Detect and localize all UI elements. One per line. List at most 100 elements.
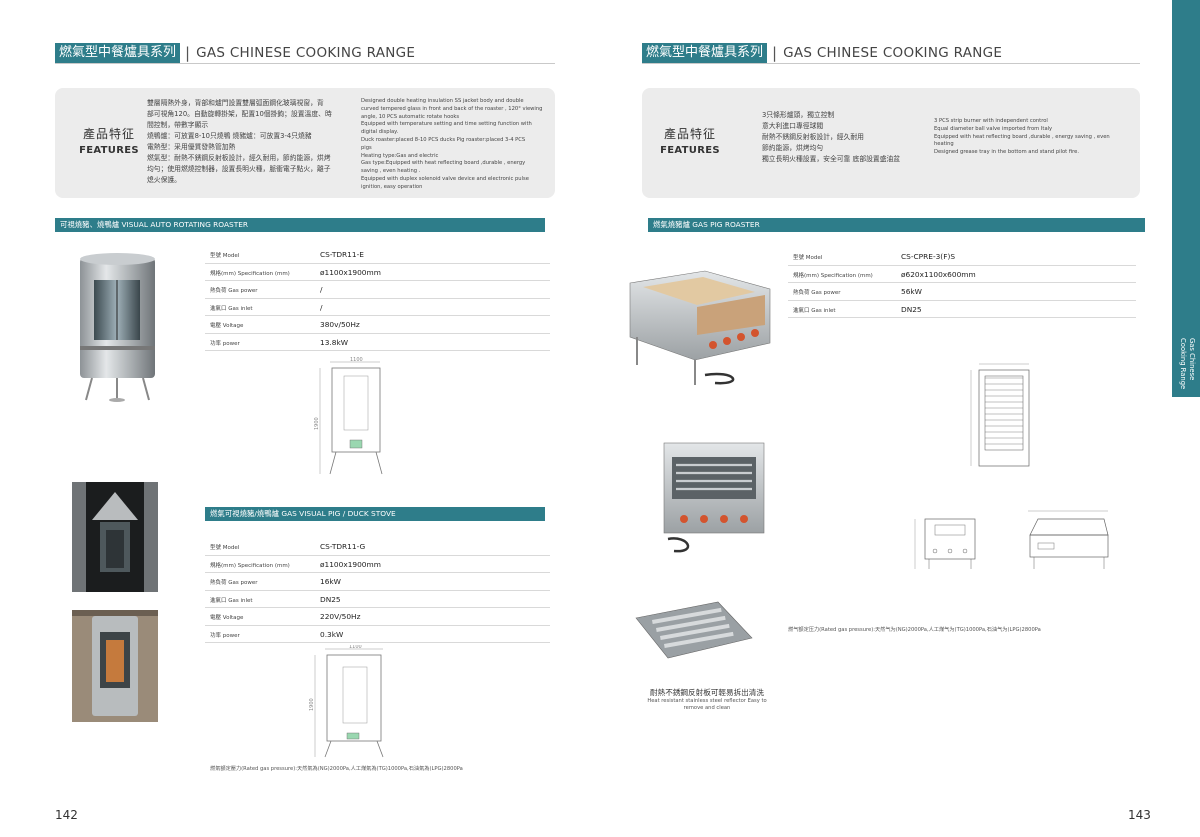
- gas-pressure-footnote: 燃氣額定壓力(Rated gas pressure):天然氣為(NG)2000P…: [210, 766, 463, 772]
- left-page: 燃氣型中餐爐具系列 | GAS CHINESE COOKING RANGE 產品…: [55, 42, 555, 822]
- gas-pressure-footnote: 燃气额定压力(Rated gas pressure):天然气为(NG)2000P…: [788, 627, 1041, 633]
- features-label: 產品特征 FEATURES: [75, 125, 143, 156]
- spec-label: 進氣口 Gas inlet: [210, 305, 253, 312]
- spec-label: 電壓 Voltage: [210, 323, 244, 329]
- spec-label: 型號 Model: [210, 545, 240, 551]
- roaster-installed-photo: [72, 610, 158, 722]
- spec-value: 56kW: [901, 287, 922, 296]
- spec-value: 220V/50Hz: [320, 612, 361, 621]
- spec-label: 功率 power: [210, 632, 240, 639]
- spec-value: DN25: [320, 594, 341, 604]
- spec-label: 功率 power: [210, 340, 240, 347]
- spec-row: 熱負荷 Gas power 16kW: [205, 573, 550, 591]
- spec-table-visual-roaster: 型號 Model CS-TDR11-E 規格(mm) Specification…: [205, 246, 550, 351]
- spec-row: 進氣口 Gas inlet /: [205, 299, 550, 316]
- features-label-en: FEATURES: [79, 145, 139, 156]
- title-cn: 燃氣型中餐爐具系列: [55, 43, 181, 63]
- spec-row: 規格(mm) Specification (mm) ø1100x1900mm: [205, 556, 550, 573]
- spec-value: ø1100x1900mm: [320, 559, 381, 569]
- drawing-dim-height: 1900: [314, 417, 320, 430]
- roaster-interior-photo: [72, 482, 158, 592]
- spec-label: 規格(mm) Specification (mm): [210, 270, 290, 277]
- drawing-dim-width: 1100: [349, 645, 362, 650]
- spec-label: 電壓 Voltage: [210, 615, 244, 621]
- drawing-dim-width: 1100: [350, 357, 363, 363]
- spec-label: 熱負荷 Gas power: [793, 290, 841, 296]
- features-label-cn: 產品特征: [82, 127, 135, 141]
- features-text-en: Designed double heating insulation SS ja…: [361, 98, 543, 190]
- spec-value: DN25: [901, 304, 922, 314]
- spec-row: 功率 power 0.3kW: [205, 626, 550, 643]
- title-separator: |: [185, 44, 191, 62]
- spec-row: 熱負荷 Gas power /: [205, 281, 550, 299]
- spec-label: 型號 Model: [210, 253, 240, 259]
- spec-row: 型號 Model CS-TDR11-E: [205, 246, 550, 264]
- spec-value: 0.3kW: [320, 629, 344, 639]
- features-label-en: FEATURES: [660, 145, 720, 156]
- spec-label: 規格(mm) Specification (mm): [210, 562, 290, 569]
- spec-value: CS-TDR11-G: [320, 542, 366, 551]
- spec-row: 型號 Model CS-CPRE-3(F)S: [788, 248, 1136, 266]
- gas-stove-drawing: 1100 1900: [309, 645, 384, 758]
- features-text-cn: 3只條形爐頭，獨立控制 意大利進口專徑球閥 耐熱不銹鋼反射板設計，經久耐用 節約…: [762, 111, 901, 163]
- features-panel: 產品特征 FEATURES 雙層隔熱外身，背部和爐門設置雙層弧面鋼化玻璃視窗，背…: [55, 88, 555, 198]
- spec-row: 進氣口 Gas inlet DN25: [205, 591, 550, 608]
- reflector-caption-en: Heat resistant stainless steel reflector…: [647, 698, 767, 711]
- title-en: GAS CHINESE COOKING RANGE: [783, 45, 1003, 61]
- reflector-caption-cn: 耐熱不銹鋼反射板可輕易拆出清洗: [650, 688, 764, 697]
- spec-table-gas-stove: 型號 Model CS-TDR11-G 規格(mm) Specification…: [205, 538, 550, 643]
- spec-row: 功率 power 13.8kW: [205, 334, 550, 351]
- chapter-side-tab[interactable]: [1172, 0, 1200, 397]
- spec-value: ø620x1100x600mm: [901, 269, 976, 279]
- spec-label: 規格(mm) Specification (mm): [793, 272, 873, 279]
- spec-label: 進氣口 Gas inlet: [793, 307, 836, 314]
- section-bar-gas-pig-roaster: 燃氣燒豬爐 GAS PIG ROASTER: [648, 218, 1145, 232]
- spec-row: 型號 Model CS-TDR11-G: [205, 538, 550, 556]
- title-cn: 燃氣型中餐爐具系列: [642, 43, 768, 63]
- spec-row: 電壓 Voltage 220V/50Hz: [205, 608, 550, 626]
- reflector-photo: [635, 601, 753, 659]
- spec-value: 13.8kW: [320, 337, 349, 347]
- pig-roaster-side-drawing: [1028, 510, 1109, 569]
- spec-value: /: [320, 302, 323, 312]
- spec-value: CS-CPRE-3(F)S: [901, 252, 956, 261]
- spec-table-gas-pig-roaster: 型號 Model CS-CPRE-3(F)S 規格(mm) Specificat…: [788, 248, 1136, 318]
- reflector-caption: 耐熱不銹鋼反射板可輕易拆出清洗 Heat resistant stainless…: [622, 687, 792, 712]
- title-rule: [642, 63, 1140, 64]
- spec-value: /: [320, 285, 323, 294]
- page-title: 燃氣型中餐爐具系列 | GAS CHINESE COOKING RANGE: [55, 42, 415, 64]
- spec-row: 熱負荷 Gas power 56kW: [788, 283, 1136, 301]
- title-rule: [55, 63, 555, 64]
- pig-roaster-front-drawing: [914, 518, 976, 569]
- spec-value: CS-TDR11-E: [320, 250, 364, 259]
- pig-roaster-top-drawing: [970, 363, 1030, 467]
- visual-roaster-drawing: 1100 1900: [314, 357, 383, 475]
- spec-label: 型號 Model: [793, 255, 823, 261]
- page-number: 142: [55, 808, 78, 822]
- spec-row: 規格(mm) Specification (mm) ø1100x1900mm: [205, 264, 550, 281]
- chapter-side-tab-label: Gas Chinese Cooking Range: [1179, 338, 1196, 390]
- gas-pig-roaster-photo: [629, 270, 771, 385]
- right-page: 燃氣型中餐爐具系列 | GAS CHINESE COOKING RANGE 產品…: [600, 0, 1200, 837]
- features-label: 產品特征 FEATURES: [650, 125, 730, 156]
- page-number: 143: [1128, 808, 1151, 822]
- page-title: 燃氣型中餐爐具系列 | GAS CHINESE COOKING RANGE: [642, 42, 1002, 64]
- spec-label: 進氣口 Gas inlet: [210, 597, 253, 604]
- spec-value: ø1100x1900mm: [320, 267, 381, 277]
- gas-pig-roaster-front-photo: [663, 442, 765, 553]
- spec-value: 380v/50Hz: [320, 320, 360, 329]
- title-separator: |: [772, 44, 778, 62]
- features-label-cn: 產品特征: [663, 127, 716, 141]
- section-bar-visual-roaster: 可視燒豬、燒鴨爐 VISUAL AUTO ROTATING ROASTER: [55, 218, 545, 232]
- spec-label: 熱負荷 Gas power: [210, 580, 258, 586]
- drawing-dim-height: 1900: [309, 698, 315, 711]
- spec-value: 16kW: [320, 577, 341, 586]
- features-text-cn: 雙層隔熱外身，背部和爐門設置雙層弧面鋼化玻璃視窗，背 部可視角120。自動旋轉掛…: [147, 99, 332, 184]
- spec-row: 電壓 Voltage 380v/50Hz: [205, 316, 550, 334]
- features-text-en: 3 PCS strip burner with independent cont…: [934, 118, 1110, 156]
- title-en: GAS CHINESE COOKING RANGE: [196, 45, 416, 61]
- spec-label: 熱負荷 Gas power: [210, 288, 258, 294]
- spec-row: 規格(mm) Specification (mm) ø620x1100x600m…: [788, 266, 1136, 283]
- spec-row: 進氣口 Gas inlet DN25: [788, 301, 1136, 318]
- features-panel: 產品特征 FEATURES 3只條形爐頭，獨立控制 意大利進口專徑球閥 耐熱不銹…: [642, 88, 1140, 198]
